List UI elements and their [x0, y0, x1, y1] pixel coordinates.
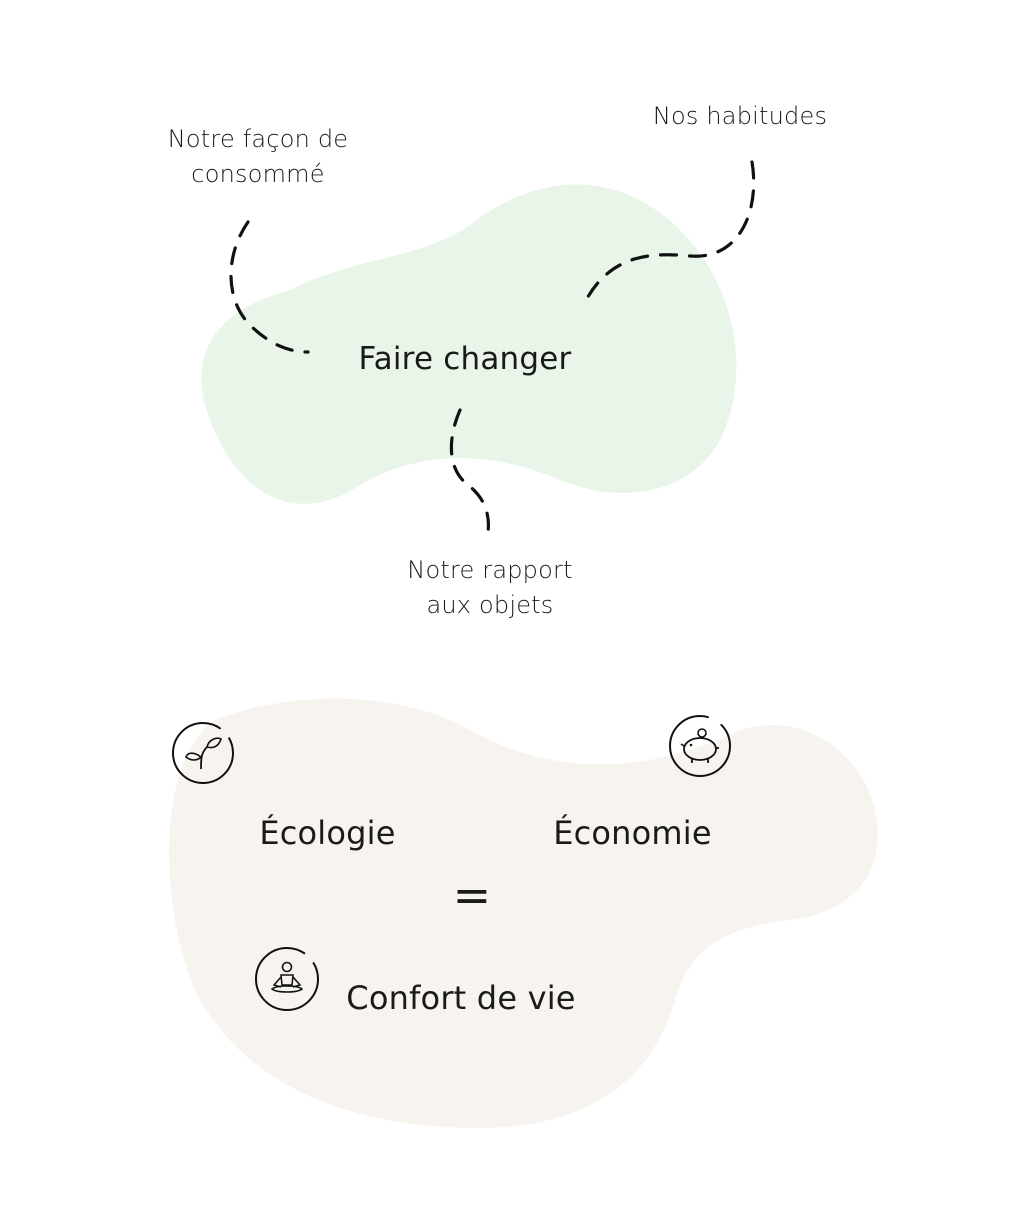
branch-label-objects: Notre rapport aux objets	[385, 553, 595, 623]
branch-label-habits: Nos habitudes	[630, 99, 850, 134]
benefit-label-economy: Économie	[535, 810, 730, 856]
meditation-icon	[255, 947, 319, 1011]
benefit-label-economy-text: Économie	[553, 814, 712, 852]
branch-label-consumption: Notre façon de consommé	[145, 122, 371, 192]
green-blob	[201, 184, 737, 504]
piggy-bank-icon	[669, 715, 731, 777]
dashed-connector-objects	[449, 408, 491, 534]
branch-label-objects-line2: aux objets	[426, 590, 554, 619]
branch-label-consumption-line2: consommé	[191, 159, 325, 188]
leaf-icon	[172, 722, 234, 784]
branch-label-objects-line1: Notre rapport	[407, 556, 573, 584]
benefit-label-comfort: Confort de vie	[330, 975, 592, 1021]
branch-label-consumption-line1: Notre façon de	[167, 125, 349, 153]
beige-blob	[169, 698, 878, 1129]
dashed-connector-habits	[583, 160, 756, 304]
dashed-connector-consumption	[229, 220, 310, 354]
benefit-label-ecology-text: Écologie	[259, 814, 396, 852]
equals-sign: =	[440, 862, 504, 929]
benefit-label-ecology: Écologie	[240, 810, 415, 856]
benefit-label-comfort-text: Confort de vie	[346, 979, 576, 1017]
branch-label-habits-line1: Nos habitudes	[652, 102, 828, 130]
equals-sign-text: =	[452, 868, 492, 922]
center-title: Faire changer	[330, 337, 600, 382]
center-title-text: Faire changer	[358, 341, 572, 377]
